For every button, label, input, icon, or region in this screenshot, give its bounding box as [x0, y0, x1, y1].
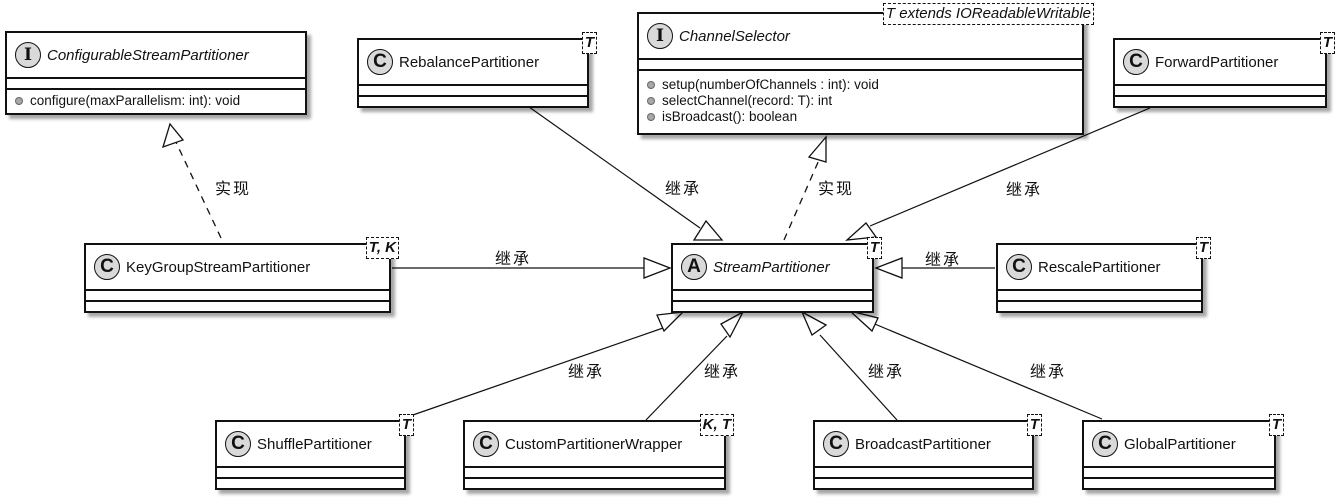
type-parameter: T: [1319, 32, 1335, 54]
type-parameter: T: [866, 237, 882, 259]
class-icon: C: [1092, 431, 1118, 457]
edge-rebalance-stream: [521, 101, 724, 241]
relation-label: 继承: [925, 250, 962, 269]
edge-broadcast-stream: [800, 310, 898, 421]
edge-keygroup-configurable: [162, 122, 222, 239]
class-name: RescalePartitioner: [1038, 258, 1161, 276]
type-parameter: T: [1268, 414, 1284, 436]
edge-custom-stream: [645, 310, 745, 421]
fields-compartment: [359, 86, 587, 97]
relation-label: 继承: [495, 249, 532, 268]
class-icon: C: [823, 431, 849, 457]
methods-compartment: [815, 479, 1032, 488]
public-method-icon: [647, 113, 655, 121]
class-icon: C: [1006, 254, 1032, 280]
edge-stream-channelselector: [783, 135, 827, 241]
class-forward-partitioner[interactable]: C ForwardPartitioner T: [1113, 32, 1335, 108]
method: setup(numberOfChannels : int): void: [647, 77, 1074, 93]
edge-shuffle-stream: [409, 311, 685, 417]
class-rebalance-partitioner[interactable]: C RebalancePartitioner T: [357, 32, 597, 108]
public-method-icon: [15, 97, 23, 105]
class-channel-selector[interactable]: I ChannelSelector setup(numberOfChannels…: [637, 3, 1094, 135]
interface-icon: I: [15, 42, 41, 68]
edge-keygroup-stream: [392, 257, 672, 279]
relation-label: 继承: [665, 179, 702, 198]
relation-label: 继承: [1030, 362, 1067, 381]
class-icon: C: [473, 431, 499, 457]
fields-compartment: [86, 291, 389, 302]
type-parameter: T: [581, 32, 597, 54]
class-broadcast-partitioner[interactable]: C BroadcastPartitioner T: [813, 414, 1042, 490]
class-name: KeyGroupStreamPartitioner: [126, 258, 311, 276]
class-rescale-partitioner[interactable]: C RescalePartitioner T: [996, 237, 1211, 313]
fields-compartment: [815, 468, 1032, 479]
class-name: ShufflePartitioner: [257, 435, 372, 453]
class-name: BroadcastPartitioner: [855, 435, 991, 453]
relation-label: 继承: [868, 362, 905, 381]
class-name: ChannelSelector: [679, 27, 790, 45]
fields-compartment: [639, 60, 1082, 71]
class-keygroup-stream-partitioner[interactable]: C KeyGroupStreamPartitioner T, K: [84, 237, 399, 313]
class-name: ForwardPartitioner: [1155, 53, 1279, 71]
methods-compartment: [86, 302, 389, 311]
class-icon: C: [94, 254, 120, 280]
abstract-class-icon: A: [681, 254, 707, 280]
fields-compartment: [1115, 86, 1325, 97]
methods-compartment: configure(maxParallelism: int): void: [7, 90, 305, 113]
class-global-partitioner[interactable]: C GlobalPartitioner T: [1082, 414, 1284, 490]
class-shuffle-partitioner[interactable]: C ShufflePartitioner T: [215, 414, 414, 490]
type-parameter: T, K: [365, 237, 399, 259]
relation-label: 继承: [704, 362, 741, 381]
edge-global-stream: [849, 310, 1103, 420]
class-name: GlobalPartitioner: [1124, 435, 1236, 453]
method: selectChannel(record: T): int: [647, 93, 1074, 109]
methods-compartment: [1084, 479, 1274, 488]
class-configurable-stream-partitioner[interactable]: I ConfigurableStreamPartitioner configur…: [5, 31, 307, 115]
methods-compartment: [673, 302, 872, 311]
class-custom-partitioner-wrapper[interactable]: C CustomPartitionerWrapper K, T: [463, 414, 734, 490]
fields-compartment: [1084, 468, 1274, 479]
class-name: CustomPartitionerWrapper: [505, 435, 683, 453]
fields-compartment: [465, 468, 724, 479]
class-icon: C: [367, 49, 393, 75]
public-method-icon: [647, 81, 655, 89]
class-name: StreamPartitioner: [713, 258, 830, 276]
type-parameter: T: [1195, 237, 1211, 259]
method: configure(maxParallelism: int): void: [15, 93, 297, 109]
relation-label: 继承: [568, 362, 605, 381]
fields-compartment: [998, 291, 1201, 302]
methods-compartment: [217, 479, 404, 488]
class-stream-partitioner[interactable]: A StreamPartitioner T: [671, 237, 882, 313]
method: isBroadcast(): boolean: [647, 109, 1074, 125]
type-parameter: T extends IOReadableWritable: [882, 3, 1094, 25]
fields-compartment: [673, 291, 872, 302]
methods-compartment: setup(numberOfChannels : int): void sele…: [639, 71, 1082, 133]
fields-compartment: [217, 468, 404, 479]
methods-compartment: [998, 302, 1201, 311]
relation-label: 继承: [1006, 180, 1043, 199]
type-parameter: T: [398, 414, 414, 436]
methods-compartment: [465, 479, 724, 488]
relation-label: 实现: [215, 179, 252, 198]
class-icon: C: [225, 431, 251, 457]
edge-forward-stream: [845, 107, 1151, 241]
methods-compartment: [1115, 97, 1325, 106]
class-icon: C: [1123, 49, 1149, 75]
edge-rescale-stream: [874, 257, 995, 279]
class-name: RebalancePartitioner: [399, 53, 540, 71]
interface-icon: I: [647, 23, 673, 49]
public-method-icon: [647, 97, 655, 105]
methods-compartment: [359, 97, 587, 106]
relation-label: 实现: [818, 179, 855, 198]
fields-compartment: [7, 79, 305, 90]
class-name: ConfigurableStreamPartitioner: [47, 46, 249, 64]
type-parameter: K, T: [699, 414, 734, 436]
type-parameter: T: [1026, 414, 1042, 436]
